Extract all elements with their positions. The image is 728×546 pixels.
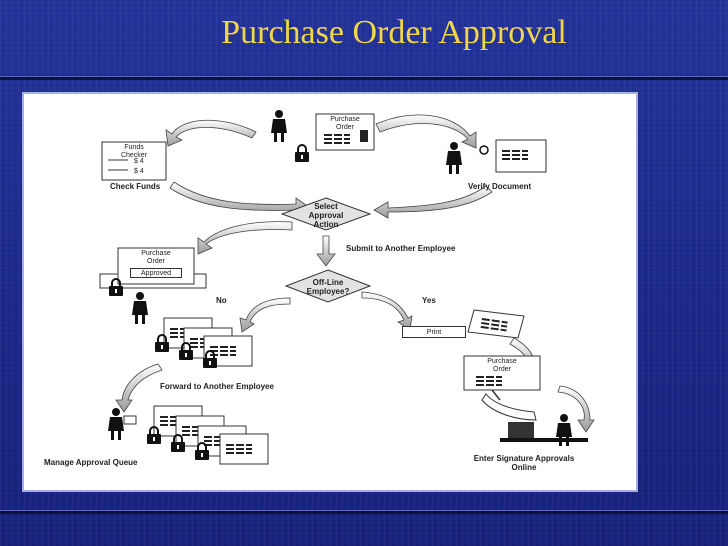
form-stack-no: [154, 317, 253, 369]
decision-shapes: [280, 197, 372, 303]
label-check-funds: Check Funds: [110, 182, 161, 191]
print-button: Print: [402, 326, 466, 338]
label-no: No: [216, 296, 227, 305]
decision-select-action: Select Approval Action: [308, 202, 344, 229]
decision-offline-employee: Off-Line Employee?: [306, 278, 350, 296]
printer-icon: [467, 309, 525, 339]
doc-funds-checker: Funds Checker: [120, 144, 148, 159]
arrow-select-left: [197, 221, 293, 255]
doc-po-top: Purchase Order: [330, 116, 360, 131]
arrow-signature: [557, 385, 595, 433]
label-manage-queue: Manage Approval Queue: [44, 458, 138, 467]
arrow-top-right: [375, 114, 477, 149]
label-enter-signature: Enter Signature Approvals Online: [473, 454, 575, 472]
computer-icon: [508, 422, 534, 438]
verifier-person: [446, 142, 462, 174]
arrow-forward: [115, 363, 163, 413]
form-stack-queue: [146, 405, 269, 465]
top-divider: [0, 76, 728, 80]
offline-diamond: [284, 269, 372, 303]
arrow-down-offline: [316, 235, 336, 267]
lock-icon: [294, 144, 310, 163]
approver-person-top: [271, 110, 287, 142]
signing-hand: [481, 393, 537, 421]
arrow-no: [239, 297, 291, 333]
diagram-panel: Check Funds Verify Document Submit to An…: [22, 92, 638, 492]
approver-person-left: [132, 292, 148, 324]
funds-amounts: $ 4 $ 4: [134, 158, 144, 175]
arrow-left-to-select: [169, 181, 311, 217]
label-submit-another: Submit to Another Employee: [346, 244, 456, 253]
slide-title: Purchase Order Approval: [221, 14, 567, 51]
arrow-top-left: [165, 119, 257, 147]
arrow-right-to-select: [373, 185, 493, 219]
queue-manager-person: [108, 408, 124, 440]
arrow-yes: [361, 291, 413, 331]
doc-po-signature: Purchase Order: [487, 358, 517, 373]
label-verify-document: Verify Document: [468, 182, 532, 191]
label-yes: Yes: [422, 296, 436, 305]
select-action-diamond: [280, 197, 372, 231]
approved-stamp: Approved: [130, 268, 182, 278]
doc-po-approved: Purchase Order: [141, 250, 171, 265]
label-forward-another: Forward to Another Employee: [160, 382, 274, 391]
bottom-divider: [0, 510, 728, 514]
